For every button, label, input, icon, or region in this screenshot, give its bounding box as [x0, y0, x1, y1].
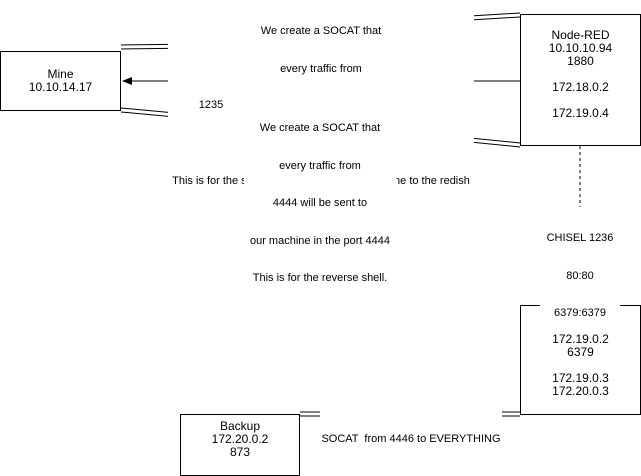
mine-node: Mine 10.10.14.17 [0, 51, 121, 111]
socat-4445-connector-right [469, 12, 521, 21]
backup-title: Backup [219, 419, 261, 433]
chisel-label-line: 80:80 [566, 269, 594, 282]
nodered-node: Node-RED 10.10.10.94 1880 172.18.0.2 172… [520, 14, 641, 146]
socat-4444-label-line: This is for the reverse shell. [252, 272, 388, 284]
chisel-label-line: CHISEL 1236 [546, 232, 614, 244]
mine-title: Mine [47, 67, 74, 81]
backup-port: 873 [229, 445, 251, 459]
socat-4444-label-line: We create a SOCAT that [259, 122, 381, 134]
socat-4444-label: We create a SOCAT that every traffic fro… [244, 97, 396, 297]
nodered-ip-internal-1: 172.18.0.2 [552, 80, 609, 94]
redish-port: 6379 [567, 345, 594, 359]
socat-4446-label: SOCAT from 4446 to EVERYTHING [320, 408, 502, 458]
redish-ip-3: 172.20.0.3 [552, 384, 609, 398]
nodered-title: Node-RED [551, 28, 610, 42]
chisel-label-line: 6379:6379 [554, 307, 606, 319]
nodered-ip-internal-2: 172.19.0.4 [552, 106, 609, 120]
socat-4445-label-line: every traffic from [280, 62, 362, 75]
chisel-label: CHISEL 1236 80:80 6379:6379 [540, 207, 620, 332]
socat-4446-label-text: SOCAT from 4446 to EVERYTHING [321, 433, 501, 445]
backup-ip: 172.20.0.2 [211, 432, 269, 446]
nodered-ip-external: 10.10.10.94 [548, 41, 613, 55]
port-1235-label-text: 1235 [198, 99, 224, 111]
socat-4445-label-line: We create a SOCAT that [260, 25, 382, 37]
port-1235-label: 1235 [193, 74, 229, 124]
mine-ip: 10.10.14.17 [28, 80, 93, 94]
redish-ip-2: 172.19.0.3 [552, 371, 609, 385]
redish-ip-1: 172.19.0.2 [552, 332, 609, 346]
nodered-port: 1880 [567, 54, 594, 68]
socat-4444-label-line: our machine in the port 4444 [249, 234, 391, 247]
socat-4444-label-line: 4444 will be sent to [272, 197, 368, 209]
socat-4444-label-line: every traffic from [279, 159, 361, 172]
backup-node: Backup 172.20.0.2 873 [180, 414, 300, 476]
